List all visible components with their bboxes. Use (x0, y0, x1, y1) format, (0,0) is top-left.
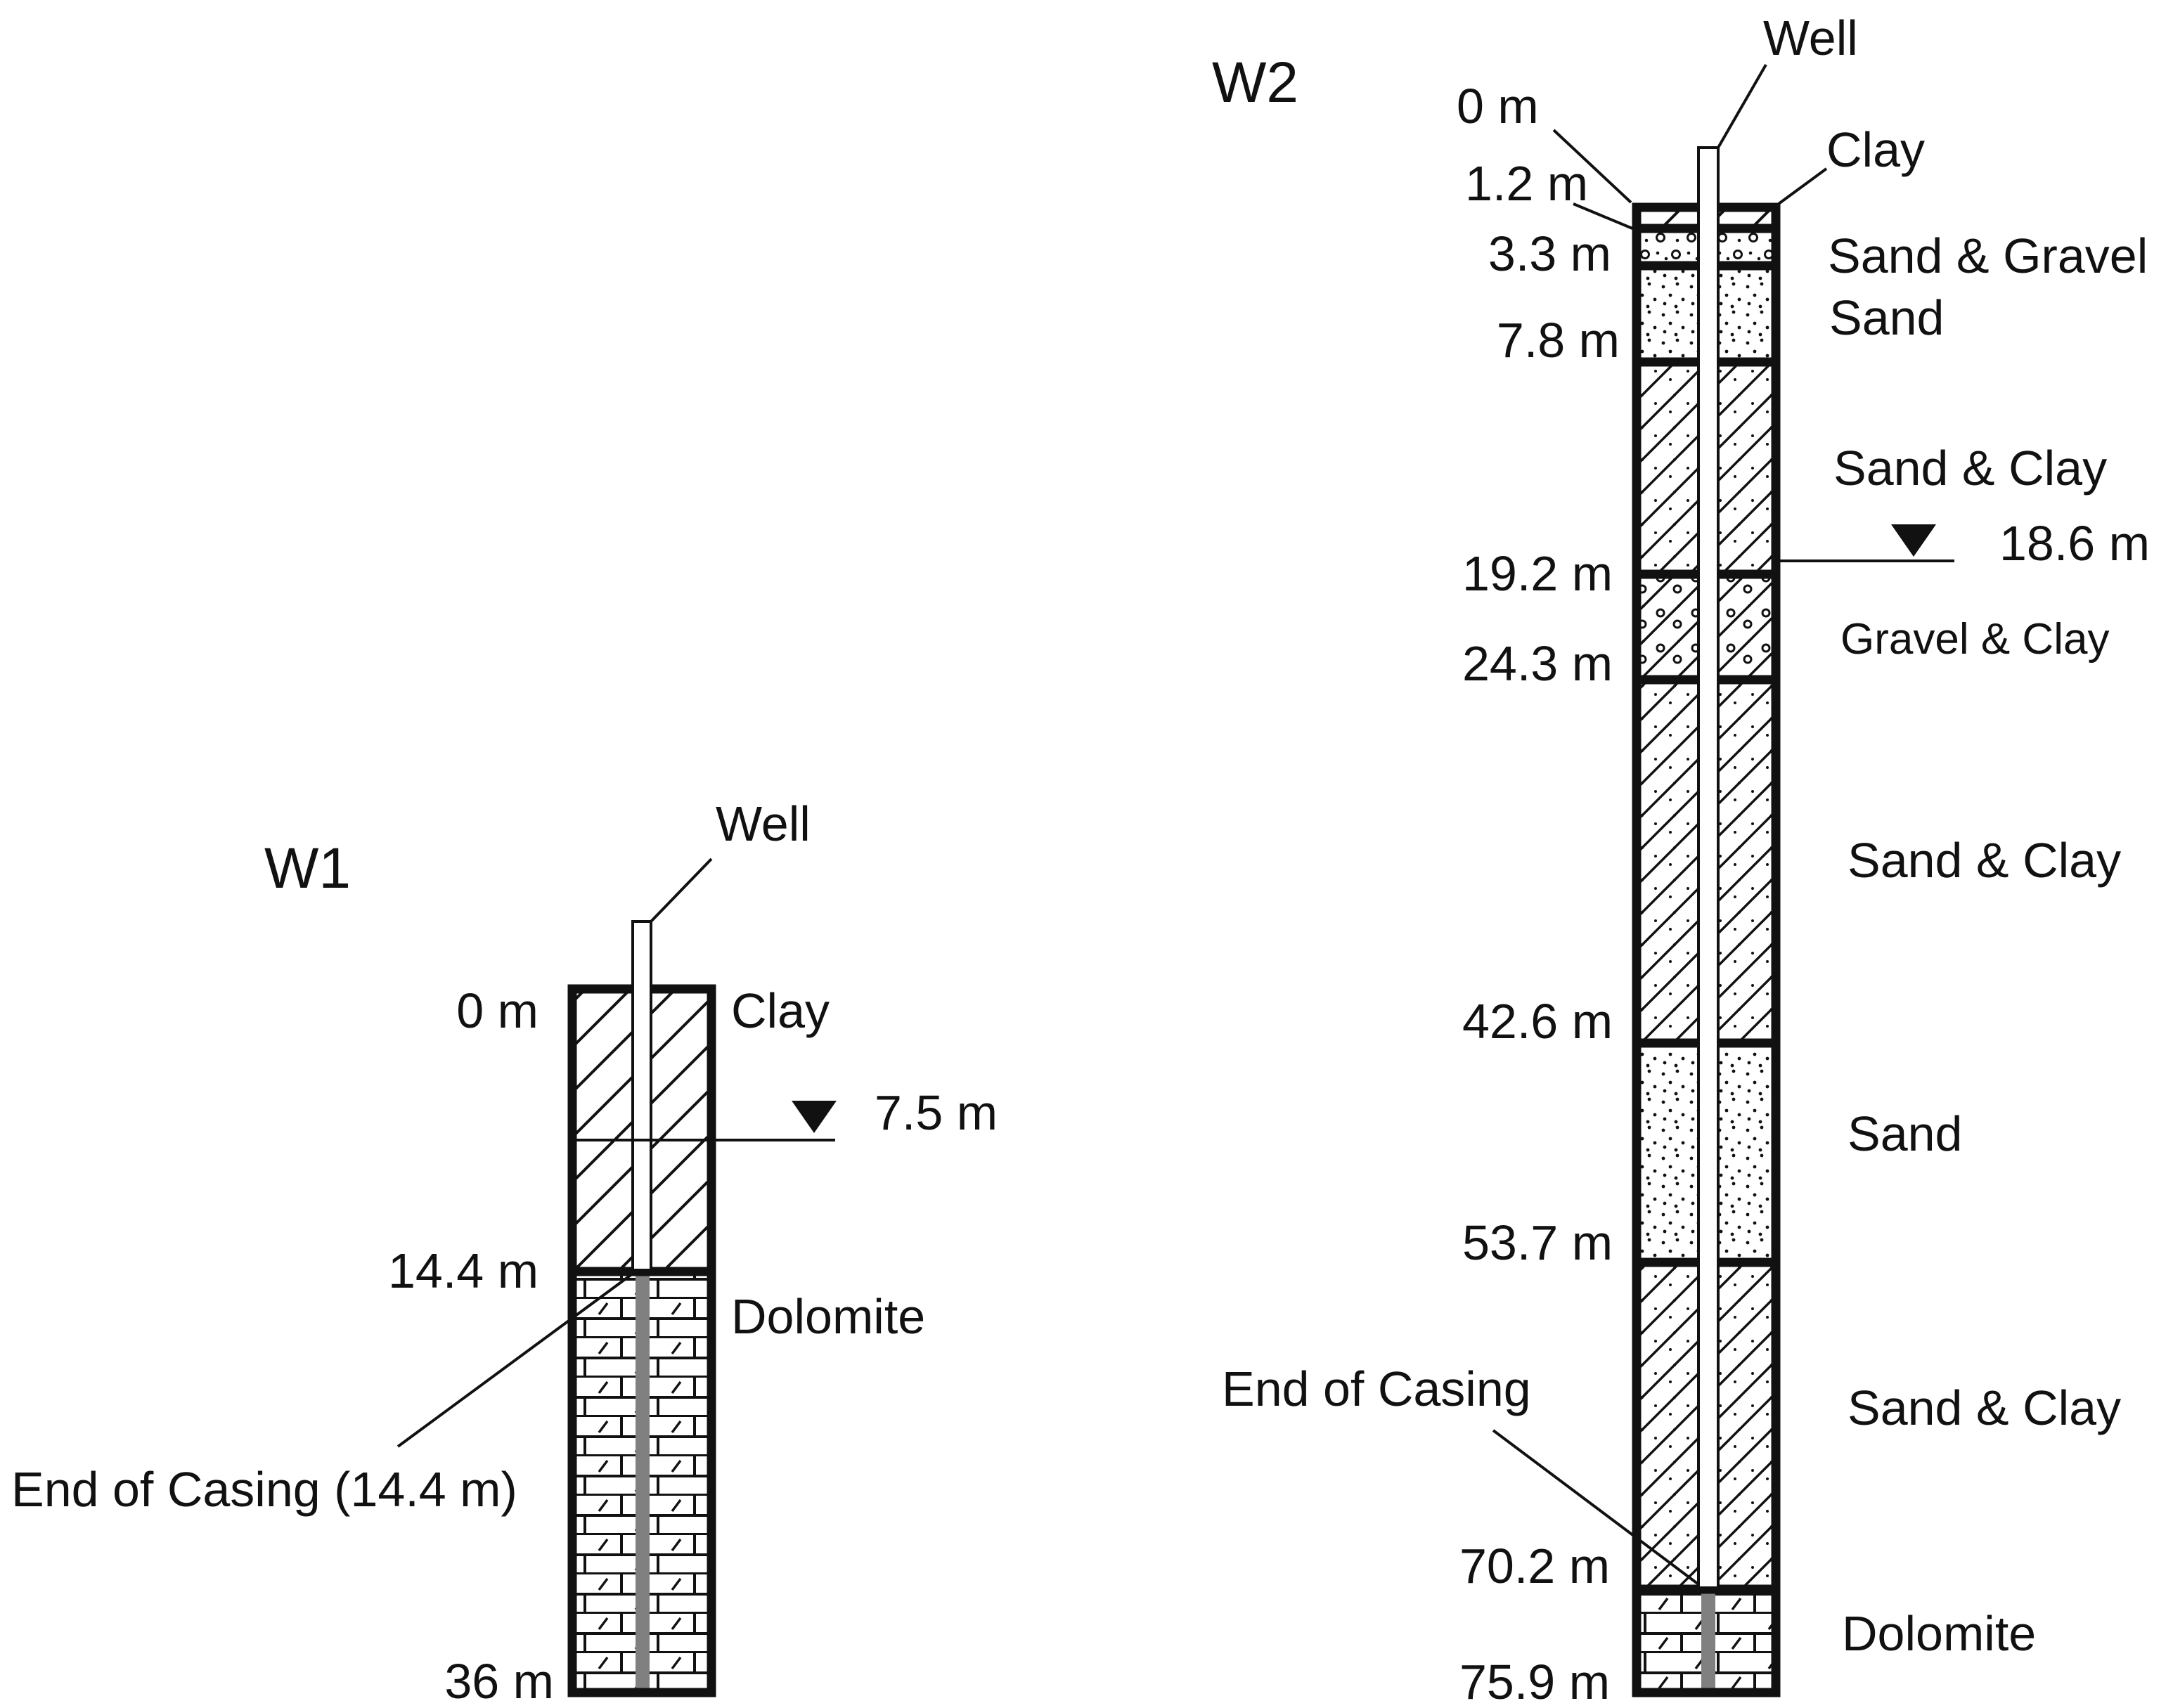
w2-water-level-marker (1891, 524, 1936, 557)
w2-layer-label: Sand (1829, 290, 1944, 345)
w2-title: W2 (1212, 51, 1298, 115)
w1-depth-clay-base: 14.4 m (388, 1243, 539, 1298)
w2-layer-labels: Clay Sand & Gravel Sand Sand & Clay Grav… (1777, 122, 2148, 1661)
w1-layer-label-dolomite: Dolomite (731, 1289, 925, 1344)
w2-layer-label: Gravel & Clay (1840, 615, 2109, 664)
w1-casing-leader (396, 1272, 634, 1448)
w1-well-label: Well (716, 796, 811, 851)
w1-depth-labels: 0 m 14.4 m 36 m (388, 983, 554, 1708)
w2-layer-label: Sand & Gravel (1828, 228, 2148, 283)
w2-layer-label: Sand & Clay (1848, 1380, 2121, 1435)
w2-depth-label: 70.2 m (1459, 1539, 1610, 1593)
w2-depth-bottom: 75.9 m (1459, 1655, 1610, 1708)
w2-layer-label: Sand (1848, 1106, 1962, 1161)
w2-layer-label: Clay (1826, 122, 1925, 177)
w2-water-level: 18.6 m (1776, 516, 2150, 571)
w1-casing-label: End of Casing (14.4 m) (11, 1462, 517, 1517)
w1-water-level-marker (792, 1101, 837, 1133)
well-log-w2: W2 Well (1212, 11, 2150, 1708)
w1-title: W1 (264, 836, 351, 900)
w2-depth-label: 3.3 m (1488, 226, 1611, 281)
w2-well-callout: Well (1717, 11, 1858, 148)
w2-casing-leader (1492, 1429, 1700, 1586)
w1-open-hole (636, 1274, 650, 1693)
w1-water-level-label: 7.5 m (875, 1085, 998, 1140)
w1-water-level: 7.5 m (572, 1085, 998, 1141)
w2-layer-label: Sand & Clay (1848, 833, 2121, 888)
w2-column (1632, 146, 1781, 1697)
w1-column (567, 920, 716, 1697)
w2-casing-label: End of Casing (1222, 1361, 1531, 1416)
w2-depth-labels: 0 m 1.2 m 3.3 m 7.8 m 19.2 m 24.3 m 42.6… (1457, 79, 1633, 1708)
w2-casing-callout: End of Casing (1222, 1361, 1700, 1586)
w2-clay-leader (1777, 167, 1828, 205)
w2-open-hole (1701, 1591, 1715, 1693)
w2-depth-leader (1573, 202, 1633, 230)
w2-depth-label: 42.6 m (1462, 994, 1613, 1049)
w1-depth-top: 0 m (456, 983, 539, 1038)
w1-casing-callout: End of Casing (14.4 m) (11, 1272, 634, 1517)
w2-well-casing (1697, 146, 1720, 1589)
w2-depth-label: 1.2 m (1465, 156, 1588, 211)
w2-well-label: Well (1763, 11, 1858, 65)
w2-layer-label: Sand & Clay (1833, 441, 2107, 496)
w1-layer-label-clay: Clay (731, 983, 830, 1038)
w1-layer-labels: Clay Dolomite (731, 983, 925, 1344)
w2-depth-label: 24.3 m (1462, 636, 1613, 691)
w2-depth-label: 0 m (1457, 79, 1539, 134)
w1-well-leader (650, 858, 713, 923)
w2-depth-label: 7.8 m (1497, 313, 1620, 368)
w2-depth-label: 19.2 m (1462, 546, 1613, 601)
w1-well-casing (631, 920, 652, 1272)
w2-depth-label: 53.7 m (1462, 1215, 1613, 1270)
well-log-w1: W1 Well 7.5 m 0 m 14.4 m 36 m Clay Dolom… (11, 796, 998, 1708)
w2-layer-label: Dolomite (1842, 1606, 2036, 1661)
w2-water-level-label: 18.6 m (1999, 516, 2150, 571)
w1-depth-bottom: 36 m (444, 1654, 554, 1708)
w1-well-callout: Well (650, 796, 811, 923)
w2-depth-leader (1552, 129, 1632, 204)
w2-well-leader (1717, 64, 1767, 148)
